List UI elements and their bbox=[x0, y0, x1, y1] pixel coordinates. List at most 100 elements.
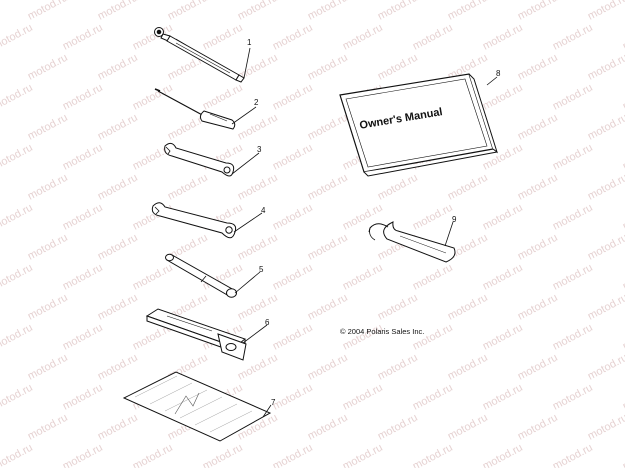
watermark-text: motod.ru bbox=[516, 112, 560, 143]
watermark-text: motod.ru bbox=[586, 0, 625, 23]
watermark-text: motod.ru bbox=[96, 232, 140, 263]
watermark-text: motod.ru bbox=[271, 382, 315, 413]
watermark-text: motod.ru bbox=[61, 142, 105, 173]
watermark-text: motod.ru bbox=[481, 442, 525, 468]
spanner-hook-wrench-icon bbox=[368, 221, 456, 263]
watermark-text: motod.ru bbox=[96, 0, 140, 23]
watermark-text: motod.ru bbox=[61, 262, 105, 293]
watermark-text: motod.ru bbox=[26, 352, 70, 383]
watermark-text: motod.ru bbox=[236, 292, 280, 323]
watermark-text: motod.ru bbox=[271, 202, 315, 233]
watermark-text: motod.ru bbox=[586, 352, 625, 383]
watermark-text: motod.ru bbox=[586, 292, 625, 323]
watermark-text: motod.ru bbox=[376, 52, 420, 83]
watermark-text: motod.ru bbox=[411, 262, 455, 293]
watermark-text: motod.ru bbox=[96, 412, 140, 443]
watermark-text: motod.ru bbox=[586, 52, 625, 83]
watermark-text: motod.ru bbox=[0, 142, 35, 173]
watermark-text: motod.ru bbox=[621, 382, 625, 413]
watermark-text: motod.ru bbox=[166, 0, 210, 23]
watermark-text: motod.ru bbox=[586, 112, 625, 143]
watermark-text: motod.ru bbox=[0, 262, 35, 293]
watermark-text: motod.ru bbox=[131, 262, 175, 293]
watermark-text: motod.ru bbox=[481, 22, 525, 53]
watermark-text: motod.ru bbox=[61, 322, 105, 353]
watermark-text: motod.ru bbox=[551, 322, 595, 353]
watermark-text: motod.ru bbox=[446, 0, 490, 23]
watermark-text: motod.ru bbox=[201, 82, 245, 113]
watermark-text: motod.ru bbox=[341, 382, 385, 413]
watermark-text: motod.ru bbox=[271, 322, 315, 353]
tool-pouch-icon bbox=[122, 371, 272, 442]
watermark-text: motod.ru bbox=[61, 442, 105, 468]
watermark-text: motod.ru bbox=[26, 412, 70, 443]
watermark-text: motod.ru bbox=[271, 142, 315, 173]
watermark-text: motod.ru bbox=[201, 22, 245, 53]
watermark-text: motod.ru bbox=[236, 232, 280, 263]
watermark-text: motod.ru bbox=[96, 112, 140, 143]
watermark-text: motod.ru bbox=[376, 292, 420, 323]
watermark-text: motod.ru bbox=[131, 442, 175, 468]
watermark-text: motod.ru bbox=[96, 352, 140, 383]
watermark-text: motod.ru bbox=[516, 292, 560, 323]
watermark-text: motod.ru bbox=[96, 52, 140, 83]
callout-3: 3 bbox=[257, 145, 262, 154]
watermark-text: motod.ru bbox=[481, 382, 525, 413]
watermark-text: motod.ru bbox=[551, 142, 595, 173]
watermark-text: motod.ru bbox=[516, 412, 560, 443]
watermark-text: motod.ru bbox=[306, 172, 350, 203]
callout-9: 9 bbox=[452, 215, 457, 224]
callout-7: 7 bbox=[271, 398, 276, 407]
watermark-text: motod.ru bbox=[306, 112, 350, 143]
callout-5: 5 bbox=[259, 265, 264, 274]
watermark-text: motod.ru bbox=[26, 232, 70, 263]
watermark-text: motod.ru bbox=[516, 52, 560, 83]
combination-wrench-icon bbox=[151, 202, 237, 239]
owners-manual-icon bbox=[339, 73, 498, 177]
screwdriver-icon bbox=[154, 88, 236, 130]
watermark-text: motod.ru bbox=[551, 262, 595, 293]
watermark-text: motod.ru bbox=[516, 0, 560, 23]
watermark-text: motod.ru bbox=[446, 292, 490, 323]
leader-lines bbox=[231, 47, 498, 418]
watermark-text: motod.ru bbox=[446, 172, 490, 203]
watermark-text: motod.ru bbox=[481, 322, 525, 353]
watermark-text: motod.ru bbox=[481, 82, 525, 113]
watermark-text: motod.ru bbox=[306, 0, 350, 23]
watermark-text: motod.ru bbox=[621, 22, 625, 53]
watermark-text: motod.ru bbox=[516, 232, 560, 263]
watermark-text: motod.ru bbox=[341, 202, 385, 233]
watermark-text: motod.ru bbox=[306, 232, 350, 263]
watermark-text: motod.ru bbox=[341, 22, 385, 53]
watermark-text: motod.ru bbox=[411, 442, 455, 468]
watermark-text: motod.ru bbox=[306, 52, 350, 83]
watermark-text: motod.ru bbox=[586, 412, 625, 443]
watermark-text: motod.ru bbox=[446, 412, 490, 443]
watermark-text: motod.ru bbox=[621, 262, 625, 293]
watermark-text: motod.ru bbox=[0, 382, 35, 413]
watermark-text: motod.ru bbox=[551, 442, 595, 468]
watermark-text: motod.ru bbox=[411, 382, 455, 413]
watermark-text: motod.ru bbox=[201, 442, 245, 468]
watermark-text: motod.ru bbox=[621, 442, 625, 468]
callout-4: 4 bbox=[261, 206, 266, 215]
tool-bag-clip-icon bbox=[145, 308, 247, 361]
watermark-text: motod.ru bbox=[61, 382, 105, 413]
watermark-text: motod.ru bbox=[0, 322, 35, 353]
watermark-text: motod.ru bbox=[26, 292, 70, 323]
callout-6: 6 bbox=[265, 318, 270, 327]
watermark-text: motod.ru bbox=[0, 202, 35, 233]
copyright-notice: © 2004 Polaris Sales Inc. bbox=[340, 327, 425, 336]
watermark-text: motod.ru bbox=[271, 262, 315, 293]
watermark-text: motod.ru bbox=[376, 352, 420, 383]
watermark-text: motod.ru bbox=[306, 412, 350, 443]
watermark-text: motod.ru bbox=[166, 172, 210, 203]
watermark-text: motod.ru bbox=[551, 202, 595, 233]
watermark-text: motod.ru bbox=[411, 202, 455, 233]
watermark-text: motod.ru bbox=[26, 172, 70, 203]
watermark-text: motod.ru bbox=[96, 292, 140, 323]
watermark-text: motod.ru bbox=[586, 232, 625, 263]
